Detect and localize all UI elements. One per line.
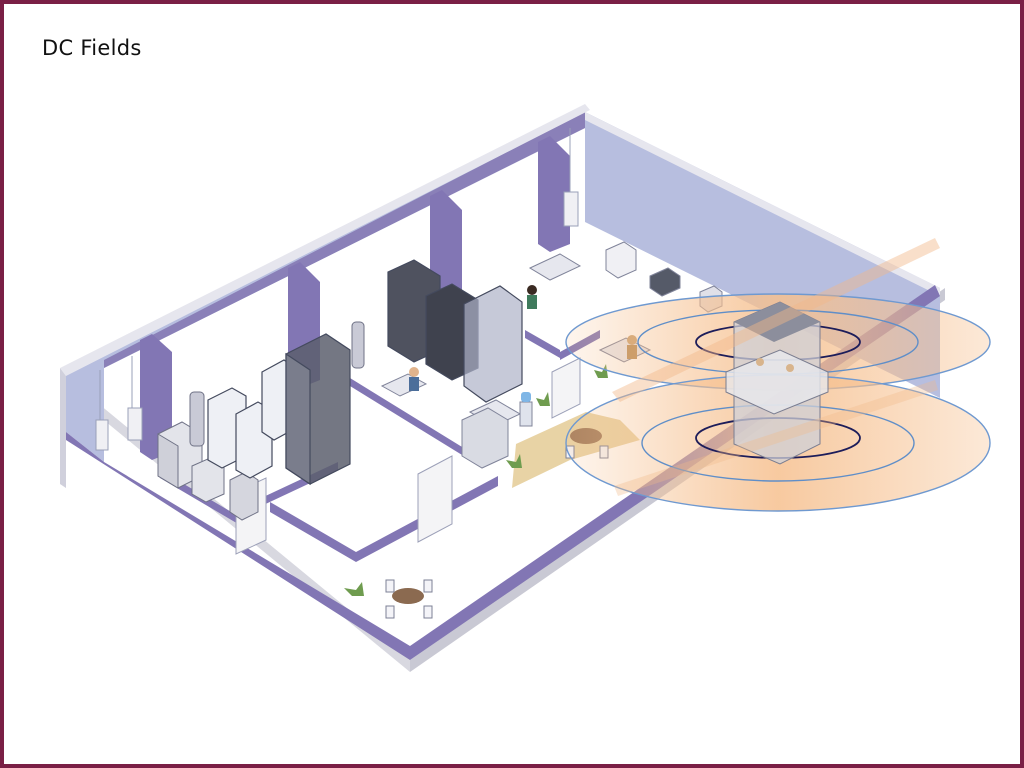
instrument-cabinet-icon — [157, 421, 259, 521]
back-wall-left — [66, 112, 585, 462]
electrical-panel-icon — [95, 128, 579, 451]
elevator-icon — [725, 301, 829, 465]
gas-cylinder-icon — [189, 321, 365, 447]
water-cooler-icon — [519, 392, 533, 427]
wall-top-edge — [60, 104, 590, 376]
field-beam — [612, 238, 940, 402]
page-title: DC Fields — [42, 36, 142, 60]
wall-left-end — [60, 368, 66, 488]
field-beam-lower — [614, 380, 938, 496]
computer-rack-icon — [207, 259, 523, 486]
